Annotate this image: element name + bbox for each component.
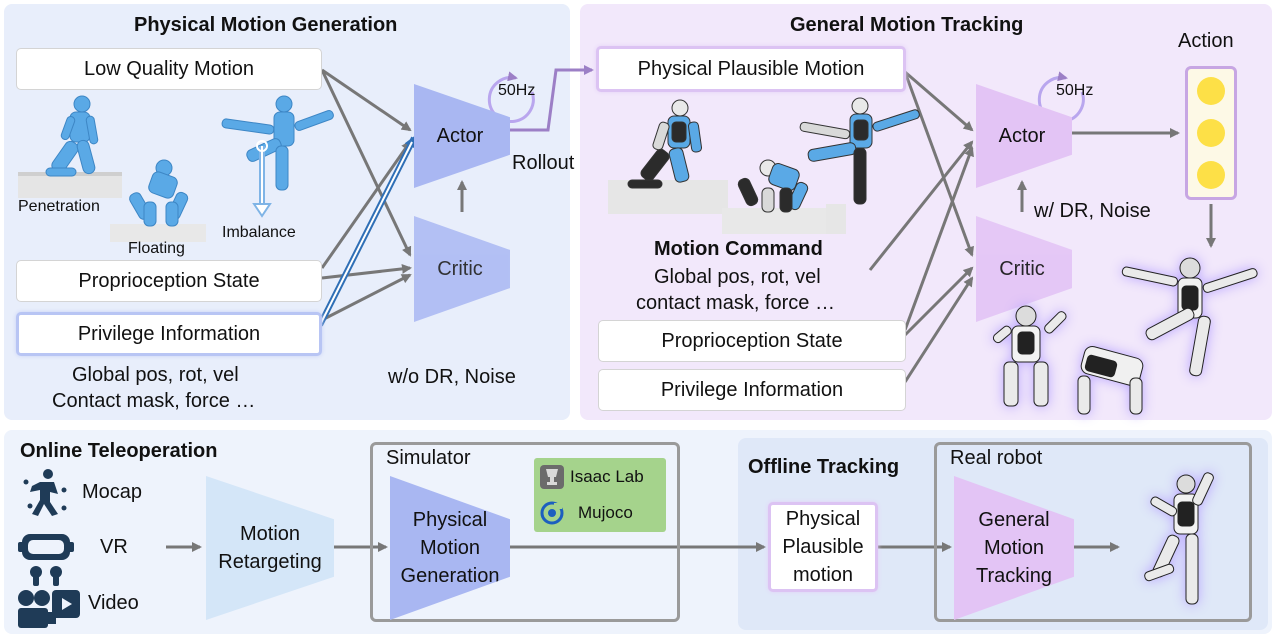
ppm-label-3: motion xyxy=(792,564,854,586)
mocap-icon xyxy=(23,469,67,516)
box-proprioception-state-left: Proprioception State xyxy=(16,260,322,302)
title-physical-motion-generation: Physical Motion Generation xyxy=(134,14,398,36)
command-detail-line-2: contact mask, force … xyxy=(636,292,835,314)
box-privilege-information-right: Privilege Information xyxy=(598,369,906,411)
vr-headset-icon xyxy=(18,534,74,586)
title-general-motion-tracking: General Motion Tracking xyxy=(790,14,1024,36)
action-dot-1 xyxy=(1197,77,1225,105)
box-physical-plausible-motion: Physical Plausible Motion xyxy=(596,46,906,92)
label-floating: Floating xyxy=(128,240,185,257)
simulator-frame xyxy=(370,442,680,622)
label-mocap: Mocap xyxy=(82,481,143,503)
retarget-label-2: Retargeting xyxy=(218,551,322,573)
mujoco-icon xyxy=(540,501,564,525)
action-dot-2 xyxy=(1197,119,1225,147)
robot-real-bottom xyxy=(1144,472,1214,605)
action-dot-3 xyxy=(1197,161,1225,189)
privilege-detail-line-2: Contact mask, force … xyxy=(52,390,256,412)
action-box xyxy=(1185,66,1237,200)
label-vr: VR xyxy=(100,536,128,558)
gmt-label-2: Motion xyxy=(983,537,1045,559)
simulator-badges: Isaac Lab Mujoco xyxy=(534,458,666,532)
robot-kicking-figure xyxy=(799,97,920,234)
critic-right-label: Critic xyxy=(999,258,1045,280)
isaac-lab-icon xyxy=(540,465,564,489)
penetration-figure xyxy=(18,95,122,198)
box-privilege-information-left: Privilege Information xyxy=(16,312,322,356)
mujoco-label: Mujoco xyxy=(578,503,633,522)
pmg-label-3: Generation xyxy=(400,565,500,587)
ppm-label-2: Plausible xyxy=(782,536,864,558)
box-low-quality-motion: Low Quality Motion xyxy=(16,48,322,90)
label-rollout: Rollout xyxy=(512,152,575,174)
freq-right: 50Hz xyxy=(1056,82,1094,99)
box-proprioception-state-right: Proprioception State xyxy=(598,320,906,362)
robot-kneeling-figure xyxy=(608,99,728,214)
freq-left: 50Hz xyxy=(498,82,536,99)
title-offline-tracking: Offline Tracking xyxy=(748,456,900,478)
title-online-teleoperation: Online Teleoperation xyxy=(20,440,218,462)
robot-crouching-figure xyxy=(722,159,826,234)
isaac-lab-badge: Isaac Lab xyxy=(540,462,660,492)
video-camera-icon xyxy=(18,590,80,628)
gmt-label-1: General xyxy=(978,509,1050,531)
label-action: Action xyxy=(1178,30,1234,52)
label-w-dr-noise: w/ DR, Noise xyxy=(1034,200,1151,222)
label-simulator: Simulator xyxy=(386,447,471,469)
box-physical-plausible-motion-bottom: Physical Plausible motion xyxy=(768,502,878,592)
isaac-lab-label: Isaac Lab xyxy=(570,467,644,486)
gmt-label-3: Tracking xyxy=(976,565,1052,587)
label-imbalance: Imbalance xyxy=(222,224,296,241)
ppm-label-1: Physical xyxy=(785,508,861,530)
real-robot-frame xyxy=(934,442,1252,622)
retarget-label-1: Motion xyxy=(239,523,301,545)
critic-left-label: Critic xyxy=(437,258,483,280)
command-detail-line-1: Global pos, rot, vel xyxy=(654,266,821,288)
pmg-label-2: Motion xyxy=(419,537,481,559)
privilege-detail-line-1: Global pos, rot, vel xyxy=(72,364,239,386)
label-real-robot: Real robot xyxy=(950,447,1043,469)
label-motion-command: Motion Command xyxy=(654,238,823,260)
label-wo-dr-noise: w/o DR, Noise xyxy=(388,366,516,388)
label-penetration: Penetration xyxy=(18,198,100,215)
imbalance-figure xyxy=(221,95,334,218)
floating-figure xyxy=(110,159,206,242)
actor-left-label: Actor xyxy=(436,125,484,147)
mujoco-badge: Mujoco xyxy=(540,498,660,528)
pmg-label-1: Physical xyxy=(412,509,488,531)
robot-real-group xyxy=(992,257,1258,415)
label-video: Video xyxy=(88,592,139,614)
actor-right-label: Actor xyxy=(998,125,1046,147)
